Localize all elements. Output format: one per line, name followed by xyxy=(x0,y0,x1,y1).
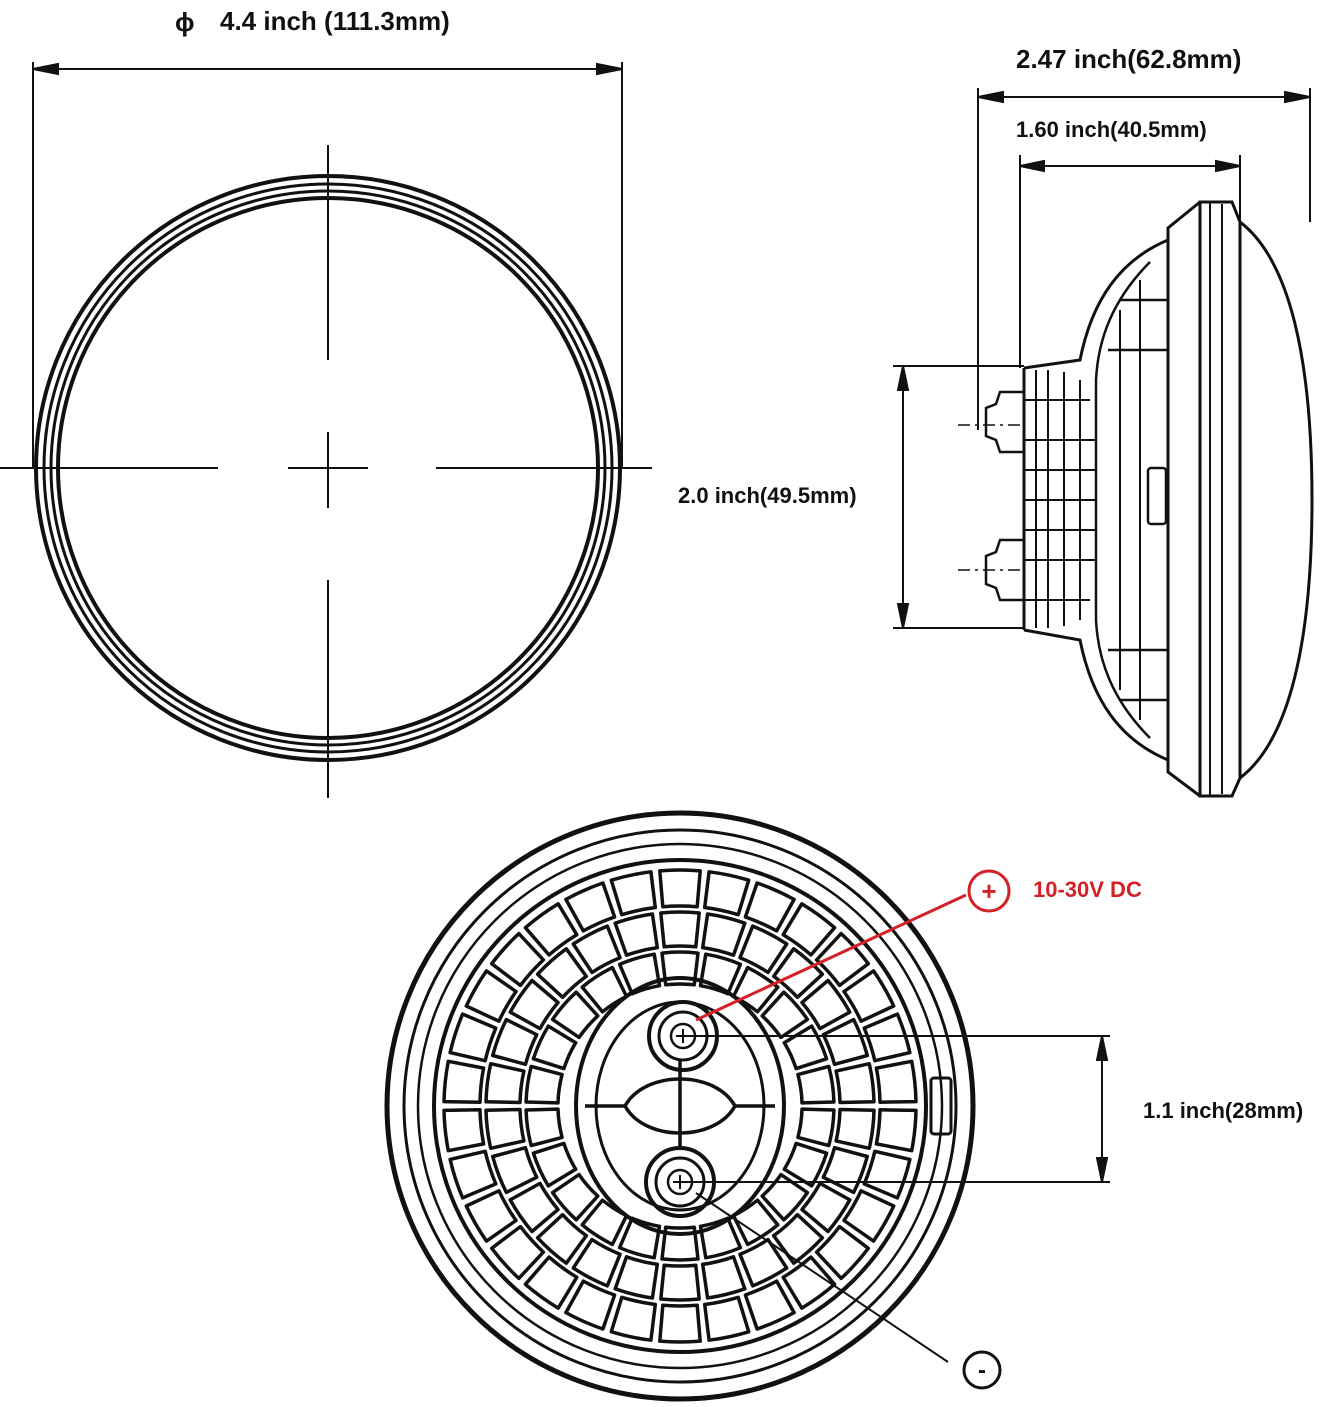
terminal-spacing-dimension xyxy=(680,1035,1110,1183)
heatsink-cell xyxy=(874,1059,918,1104)
heatsink-cell xyxy=(814,931,871,988)
heatsink-cell xyxy=(834,1107,876,1151)
front-view-centerlines xyxy=(0,145,652,798)
heatsink-cell xyxy=(523,902,579,957)
rear-view xyxy=(384,810,976,1402)
diameter-dimension xyxy=(32,62,623,468)
diameter-label: 4.4 inch (111.3mm) xyxy=(220,6,450,36)
heatsink-cell xyxy=(781,902,837,957)
heatsink-cell xyxy=(702,870,751,917)
heatsink-cell xyxy=(484,1061,526,1105)
heatsink-cell xyxy=(448,1012,498,1063)
diameter-symbol: ϕ xyxy=(175,7,195,37)
heatsink-cell xyxy=(571,924,622,975)
positive-callout xyxy=(695,869,1011,1022)
heatsink-cell xyxy=(535,1212,589,1265)
heatsink-cell xyxy=(617,1216,662,1260)
heatsink-cell xyxy=(524,1107,564,1148)
heatsink-cell xyxy=(464,1189,518,1243)
heatsink-cell xyxy=(535,947,589,1000)
heatsink-cell xyxy=(660,1225,700,1262)
heatsink-cell xyxy=(702,1295,751,1342)
heatsink-cell xyxy=(862,1012,912,1063)
heatsink-cell xyxy=(658,1303,702,1344)
heatsink-cell xyxy=(658,868,702,909)
heatsink-cell xyxy=(464,969,518,1023)
base-height-label: 2.0 inch(49.5mm) xyxy=(678,483,857,508)
heatsink-cell xyxy=(796,1064,836,1105)
heatsink-cell xyxy=(738,924,789,975)
heatsink-cell xyxy=(842,1189,896,1243)
heatsink-cell xyxy=(796,1107,836,1148)
heatsink-cell xyxy=(698,1216,743,1260)
negative-callout xyxy=(695,1192,1002,1390)
heatsink-cell xyxy=(698,952,743,996)
total-depth-label: 2.47 inch(62.8mm) xyxy=(1016,44,1241,74)
heatsink-cell xyxy=(743,881,796,933)
heatsink-cell xyxy=(580,965,629,1014)
heatsink-cell xyxy=(874,1108,918,1153)
heatsink-cell xyxy=(508,978,560,1031)
heatsink-cell xyxy=(731,1198,780,1247)
heatsink-cell xyxy=(659,910,701,949)
heatsink-cell xyxy=(442,1059,486,1104)
heatsink-cell xyxy=(738,1237,789,1288)
heatsink-cell xyxy=(531,1141,578,1188)
heatsink-cell xyxy=(700,1255,747,1300)
heatsink-cell xyxy=(660,950,700,987)
heatsink-cell xyxy=(531,1024,578,1071)
heatsink-cell xyxy=(564,881,617,933)
heatsink-cell xyxy=(821,1017,870,1067)
heatsink-cell xyxy=(842,969,896,1023)
heatsink-cell xyxy=(821,1145,870,1195)
heatsink-cell xyxy=(700,912,747,957)
heatsink-cell xyxy=(523,1255,579,1310)
heatsink-cell xyxy=(834,1061,876,1105)
heatsink-cell xyxy=(771,947,825,1000)
heatsink-cell xyxy=(659,1263,701,1302)
heatsink-cell xyxy=(613,1255,660,1300)
negative-terminal-icon xyxy=(962,1350,1002,1390)
heatsink-cell xyxy=(743,1279,796,1331)
heatsink-cell xyxy=(782,1024,829,1071)
heatsink-cell xyxy=(609,1295,658,1342)
heatsink-cell xyxy=(617,952,662,996)
heatsink-cell xyxy=(442,1108,486,1153)
heatsink-cell xyxy=(760,990,810,1040)
positive-symbol: + xyxy=(981,876,996,906)
heatsink-cell xyxy=(484,1107,526,1151)
side-view xyxy=(958,200,1314,798)
heatsink-cell xyxy=(571,1237,622,1288)
terminal-spacing-label: 1.1 inch(28mm) xyxy=(1143,1098,1303,1123)
heatsink-cell xyxy=(564,1279,617,1331)
heatsink-cell xyxy=(489,931,546,988)
heatsink-cell xyxy=(800,1181,852,1234)
heatsink-cell xyxy=(508,1181,560,1234)
positive-voltage-label: 10-30V DC xyxy=(1033,877,1142,902)
heatsink-cell xyxy=(609,870,658,917)
heatsink-cell xyxy=(782,1141,829,1188)
body-depth-dimension xyxy=(1019,155,1241,368)
heatsink-cell xyxy=(490,1145,539,1195)
base-height-dimension xyxy=(893,365,1024,629)
body-depth-label: 1.60 inch(40.5mm) xyxy=(1016,117,1207,142)
heatsink-cell xyxy=(490,1017,539,1067)
heatsink-cell xyxy=(550,990,600,1040)
heatsink-cell xyxy=(524,1064,564,1105)
heatsink-cell xyxy=(814,1224,871,1281)
heatsink-cell xyxy=(862,1149,912,1200)
total-depth-dimension xyxy=(977,88,1311,430)
heatsink-cell xyxy=(448,1149,498,1200)
heatsink-cell xyxy=(550,1172,600,1222)
heatsink-cell xyxy=(800,978,852,1031)
positive-terminal-icon xyxy=(967,869,1011,913)
heatsink-cell xyxy=(771,1212,825,1265)
heatsink-cell xyxy=(613,912,660,957)
heatsink-cell xyxy=(489,1224,546,1281)
negative-symbol: - xyxy=(978,1357,986,1384)
